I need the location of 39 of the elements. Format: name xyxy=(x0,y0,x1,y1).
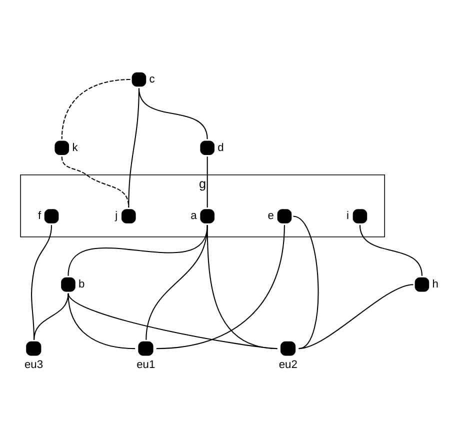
node-label: h xyxy=(432,278,438,291)
connector xyxy=(68,293,136,350)
node-circle xyxy=(132,72,146,87)
node-circle xyxy=(352,209,368,224)
connector xyxy=(61,156,130,208)
node-label: i xyxy=(346,210,349,222)
connector xyxy=(68,293,278,350)
node-circle xyxy=(200,209,214,224)
node-label: eu3 xyxy=(24,358,44,371)
node-circle xyxy=(44,209,59,224)
connector xyxy=(146,224,208,340)
node-circle xyxy=(200,140,214,155)
node-circle xyxy=(54,140,70,155)
node-label: a xyxy=(190,210,197,222)
node-label: j xyxy=(115,210,118,222)
node-circle xyxy=(122,209,136,224)
connector xyxy=(61,78,130,140)
connector xyxy=(293,216,319,350)
connector xyxy=(34,293,69,340)
connector xyxy=(31,224,52,340)
node-circle xyxy=(280,341,296,356)
node-label: eu1 xyxy=(136,358,156,371)
node-label: c xyxy=(149,73,155,86)
node-label: e xyxy=(268,210,274,222)
node-circle xyxy=(277,209,292,224)
connector xyxy=(128,88,140,208)
connector xyxy=(359,224,422,276)
node-label: eu2 xyxy=(278,358,298,371)
node-label: k xyxy=(72,142,78,154)
node-circle xyxy=(414,277,430,292)
node-label: b xyxy=(78,278,85,291)
node-circle xyxy=(138,341,154,356)
node-label: f xyxy=(38,210,42,222)
connector xyxy=(156,224,285,350)
connector xyxy=(298,284,414,350)
node-circle xyxy=(26,341,42,356)
node-circle xyxy=(61,277,76,292)
connector xyxy=(206,156,208,208)
node-label: d xyxy=(218,142,224,154)
